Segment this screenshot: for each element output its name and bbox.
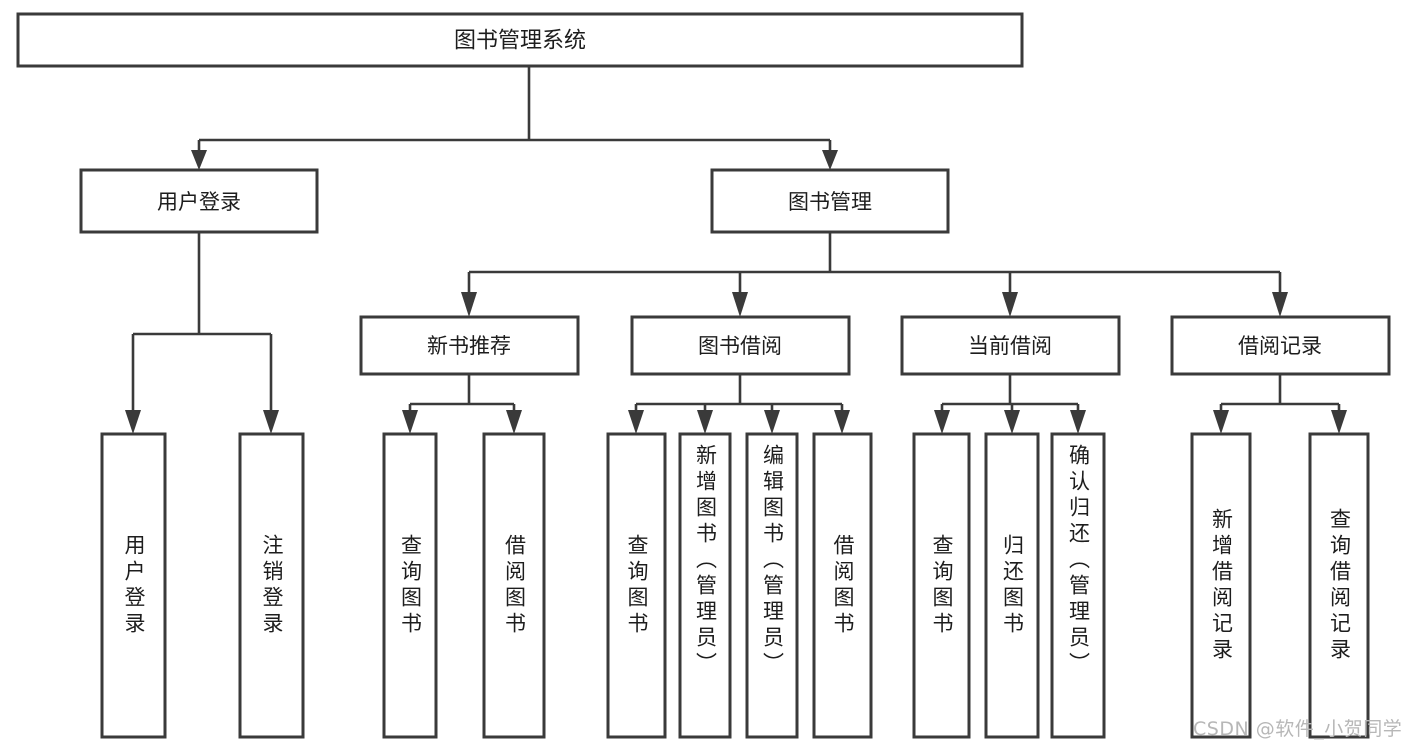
arrow-to-record-icon: [1272, 292, 1288, 317]
node-user-login-label: 用户登录: [157, 190, 241, 214]
node-current-borrow-label: 当前借阅: [968, 334, 1052, 358]
arrow-borrow-leaf2-icon: [697, 410, 713, 434]
connector-group-newbook-to-leaves: [402, 374, 522, 434]
leaf-box-query-book-1[interactable]: [382, 432, 438, 739]
node-current-borrow[interactable]: 当前借阅: [900, 315, 1121, 376]
connector-group-userlogin-to-leaves: [125, 232, 279, 434]
arrow-root-to-userlogin-icon: [191, 150, 207, 170]
arrow-userlogin-leaf1-icon: [125, 410, 141, 434]
arrow-record-leaf2-icon: [1331, 410, 1347, 434]
connector-group-current-to-leaves: [934, 374, 1086, 434]
leaf-box-query-book-2[interactable]: [606, 432, 667, 739]
arrow-to-newbook-icon: [461, 292, 477, 317]
leaf-box-logout[interactable]: [238, 432, 305, 739]
node-book-borrow-label: 图书借阅: [698, 334, 782, 358]
arrow-current-leaf1-icon: [934, 410, 950, 434]
arrow-newbook-leaf1-icon: [402, 410, 418, 434]
connector-group-borrow-to-leaves: [628, 374, 850, 434]
arrow-record-leaf1-icon: [1213, 410, 1229, 434]
csdn-watermark: CSDN @软件_小贺同学: [1193, 718, 1403, 740]
node-root-box[interactable]: [16, 12, 1024, 68]
node-user-login[interactable]: 用户登录: [79, 168, 319, 234]
node-borrow-record[interactable]: 借阅记录: [1170, 315, 1391, 376]
leaf-box-confirm-return-admin[interactable]: [1050, 432, 1106, 739]
node-user-login-box[interactable]: [79, 168, 319, 234]
node-borrow-record-label: 借阅记录: [1238, 334, 1322, 358]
arrow-borrow-leaf3-icon: [764, 410, 780, 434]
node-new-book-recommend-label: 新书推荐: [427, 334, 511, 358]
arrow-current-leaf3-icon: [1070, 410, 1086, 434]
arrow-to-borrow-icon: [732, 292, 748, 317]
node-book-management-label: 图书管理: [788, 190, 872, 214]
arrow-current-leaf2-icon: [1004, 410, 1020, 434]
node-book-borrow[interactable]: 图书借阅: [630, 315, 851, 376]
arrow-to-current-icon: [1002, 292, 1018, 317]
node-borrow-record-box[interactable]: [1170, 315, 1391, 376]
node-book-management-box[interactable]: [710, 168, 950, 234]
leaf-box-borrow-book-2[interactable]: [812, 432, 873, 739]
connector-group-root-to-level2: [191, 66, 838, 170]
arrow-root-to-bookmgmt-icon: [822, 150, 838, 170]
arrow-newbook-leaf2-icon: [506, 410, 522, 434]
leaf-box-query-book-3[interactable]: [912, 432, 971, 739]
arrow-userlogin-leaf2-icon: [263, 410, 279, 434]
node-root-label: 图书管理系统: [454, 29, 586, 54]
connector-group-bookmgmt-to-level3: [461, 232, 1288, 317]
leaf-box-return-book[interactable]: [984, 432, 1040, 739]
node-book-borrow-box[interactable]: [630, 315, 851, 376]
node-root[interactable]: 图书管理系统: [16, 12, 1024, 68]
node-book-management[interactable]: 图书管理: [710, 168, 950, 234]
arrow-borrow-leaf4-icon: [834, 410, 850, 434]
leaf-box-add-borrow-record[interactable]: [1190, 432, 1252, 739]
leaf-box-query-borrow-record[interactable]: [1308, 432, 1370, 739]
connector-group-record-to-leaves: [1213, 374, 1347, 434]
leaf-box-borrow-book-1[interactable]: [482, 432, 546, 739]
arrow-borrow-leaf1-icon: [628, 410, 644, 434]
leaf-box-add-book-admin[interactable]: [678, 432, 732, 739]
node-new-book-recommend-box[interactable]: [359, 315, 580, 376]
leaf-box-user-login[interactable]: [100, 432, 167, 739]
leaf-box-edit-book-admin[interactable]: [745, 432, 799, 739]
node-current-borrow-box[interactable]: [900, 315, 1121, 376]
node-new-book-recommend[interactable]: 新书推荐: [359, 315, 580, 376]
